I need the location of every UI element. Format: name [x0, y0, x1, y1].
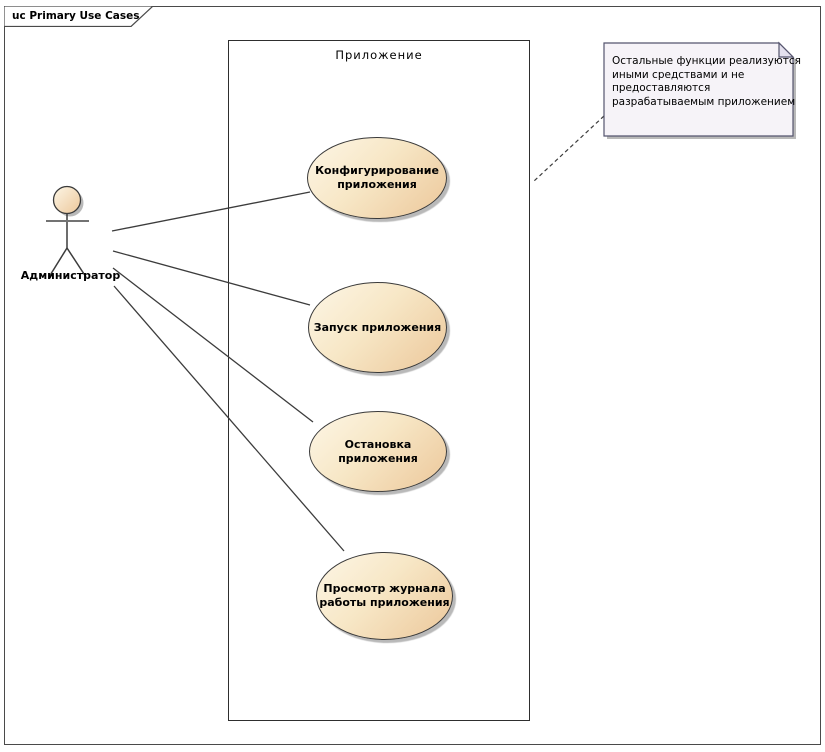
note-text-line: иными средствами и не [612, 68, 745, 81]
association-view-log[interactable] [113, 285, 345, 552]
note-link-dashed-line[interactable] [533, 115, 605, 182]
association-stop[interactable] [112, 267, 314, 423]
diagram-frame [4, 6, 821, 745]
note-text-line: разрабатываемым приложением [612, 95, 796, 108]
frame-tab-shape [4, 6, 154, 27]
system-boundary-label: Приложение [335, 48, 423, 62]
note-body [603, 42, 794, 137]
usecase-label-line: Просмотр журнала [323, 582, 446, 595]
note-fold-corner-icon [778, 41, 795, 58]
note-text-line: предоставляются [612, 82, 711, 95]
actor-leg-right [66, 247, 87, 278]
system-boundary[interactable]: Приложение [228, 40, 530, 721]
usecase-label-line: Остановка [344, 437, 412, 451]
usecase-label-line: приложения [338, 451, 418, 465]
actor-head [52, 185, 82, 215]
note-text: Остальные функции реализуются иными сред… [612, 55, 801, 109]
usecase-label-line: Конфигурирование [315, 164, 439, 177]
usecase-view-application-log[interactable]: Просмотр журнала работы приложения [316, 552, 453, 640]
usecase-label-line: работы приложения [319, 596, 450, 609]
actor-label: Администратор [20, 269, 121, 282]
usecase-configure-application[interactable]: Конфигурирование приложения [307, 137, 447, 219]
association-start[interactable] [112, 250, 311, 306]
usecase-label-line: Запуск приложения [313, 320, 442, 334]
usecase-label-line: приложения [337, 178, 417, 191]
frame-tab[interactable] [4, 6, 154, 27]
actor-leg-left [48, 247, 68, 278]
association-configure[interactable] [111, 191, 311, 232]
usecase-stop-application[interactable]: Остановка приложения [309, 411, 447, 492]
actor-figure[interactable] [46, 185, 89, 278]
note-shape[interactable] [603, 41, 796, 139]
frame-title: uc Primary Use Cases [12, 10, 140, 22]
note-text-line: Остальные функции реализуются [612, 55, 801, 67]
usecase-start-application[interactable]: Запуск приложения [308, 282, 447, 373]
